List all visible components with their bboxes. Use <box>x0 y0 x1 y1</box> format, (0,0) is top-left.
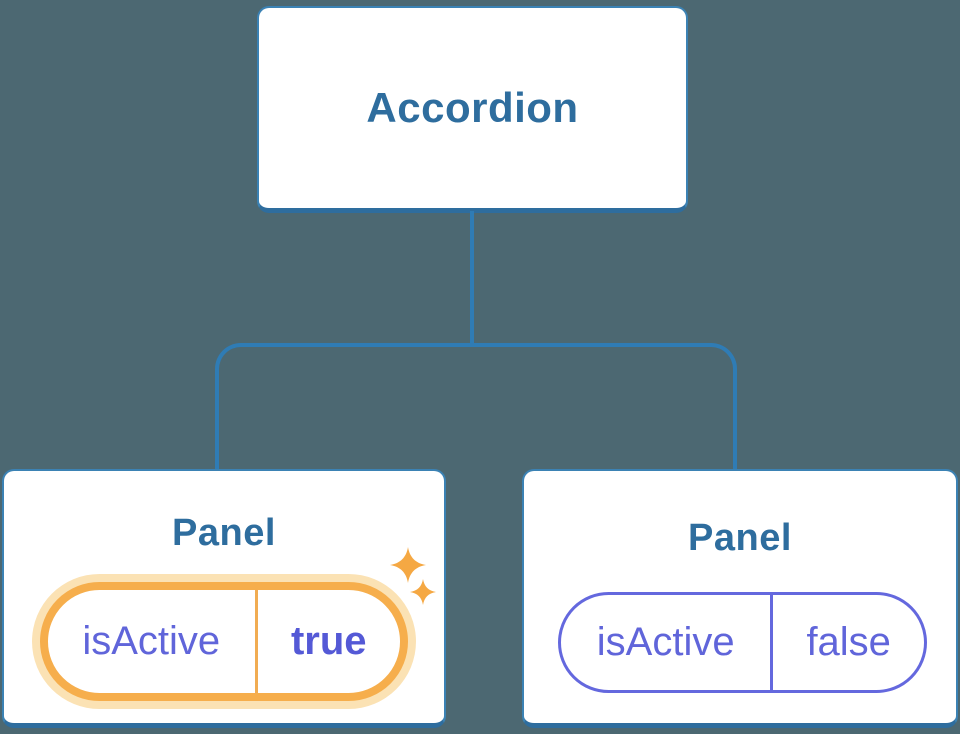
panel-title: Panel <box>172 512 276 554</box>
sparkle-icon-large <box>390 547 426 583</box>
sparkle-icon-small <box>410 579 436 605</box>
prop-pill-divider <box>770 595 774 690</box>
prop-name-label: isActive <box>596 620 735 664</box>
accordion-node: Accordion <box>257 6 688 213</box>
panel-node-active: Panel isActive true <box>2 469 446 728</box>
prop-pill-active-glow: isActive true <box>32 574 416 709</box>
prop-name-label: isActive <box>82 619 221 663</box>
prop-value-label: true <box>290 619 367 663</box>
accordion-node-label: Accordion <box>366 84 579 131</box>
panel-title: Panel <box>688 517 792 559</box>
prop-pill-inactive: isActive false <box>558 592 927 693</box>
connector-root-stem <box>470 211 474 345</box>
prop-pill-active: isActive true <box>40 582 408 701</box>
sparkles-icon <box>386 543 444 613</box>
prop-pill-divider <box>254 590 258 693</box>
panel-node-inactive: Panel isActive false <box>522 469 958 728</box>
connector-branches <box>215 343 737 469</box>
prop-value-label: false <box>806 620 891 664</box>
